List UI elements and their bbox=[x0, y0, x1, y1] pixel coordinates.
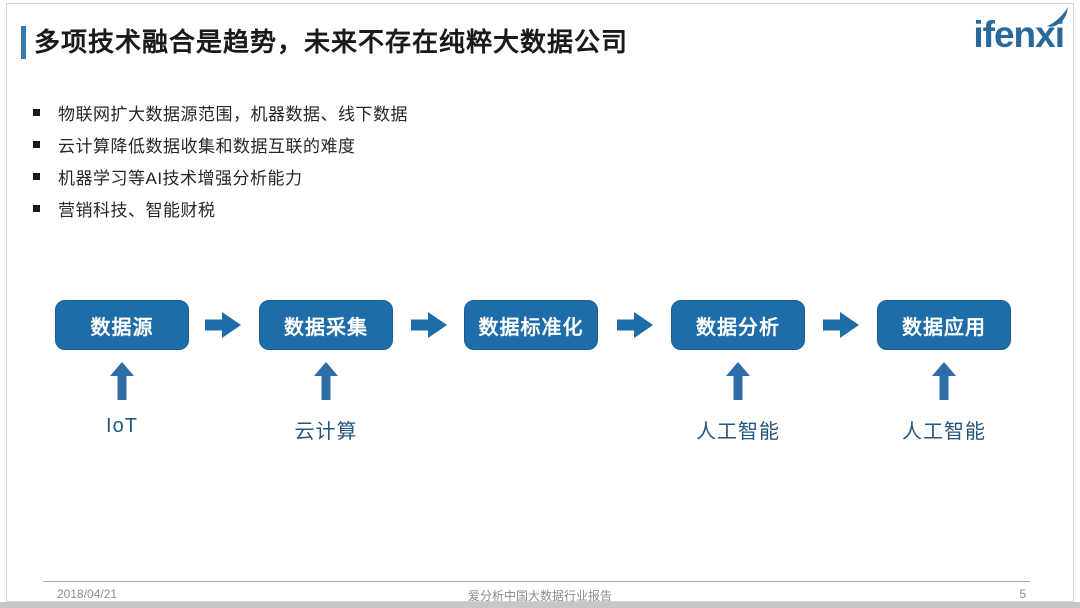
logo-fin-icon bbox=[1047, 7, 1068, 27]
footer-report-title: 爱分析中国大数据行业报告 bbox=[467, 589, 612, 603]
bullet-item: 云计算降低数据收集和数据互联的难度 bbox=[33, 128, 408, 160]
enabler-cloud: 云计算 bbox=[256, 362, 396, 444]
flow-step-box-data-analysis: 数据分析 bbox=[671, 300, 805, 350]
bullet-list: 物联网扩大数据源范围，机器数据、线下数据 云计算降低数据收集和数据互联的难度 机… bbox=[33, 96, 408, 224]
flow-step-label: 数据应用 bbox=[902, 316, 986, 339]
right-arrow-icon bbox=[411, 312, 447, 338]
page-title: 多项技术融合是趋势，未来不存在纯粹大数据公司 bbox=[34, 27, 629, 57]
enabler-ai-analysis: 人工智能 bbox=[668, 362, 808, 444]
right-arrow-icon bbox=[205, 312, 241, 338]
enabler-iot: IoT bbox=[52, 362, 192, 438]
slide-bottom-edge bbox=[0, 602, 1080, 608]
footer-divider bbox=[43, 581, 1030, 582]
right-arrow-icon bbox=[617, 312, 653, 338]
title-accent-bar bbox=[21, 26, 26, 59]
up-arrow-icon bbox=[110, 362, 134, 400]
bullet-square-icon bbox=[33, 204, 40, 212]
flow-step-label: 数据分析 bbox=[696, 316, 780, 339]
logo-text: ifenxi bbox=[973, 14, 1065, 55]
bullet-square-icon bbox=[33, 108, 40, 116]
up-arrow-icon bbox=[726, 362, 750, 400]
right-arrow-icon bbox=[823, 312, 859, 338]
flow-step-box-data-standardize: 数据标准化 bbox=[464, 300, 598, 350]
bullet-square-icon bbox=[33, 140, 40, 148]
up-arrow-icon bbox=[932, 362, 956, 400]
flow-step-box-data-application: 数据应用 bbox=[877, 300, 1011, 350]
flow-step-label: 数据源 bbox=[90, 316, 154, 339]
bullet-text: 物联网扩大数据源范围，机器数据、线下数据 bbox=[58, 104, 408, 124]
bullet-text: 机器学习等AI技术增强分析能力 bbox=[58, 168, 303, 188]
enabler-ai-application: 人工智能 bbox=[874, 362, 1014, 444]
bullet-square-icon bbox=[33, 172, 40, 180]
bullet-item: 营销科技、智能财税 bbox=[33, 192, 408, 224]
bullet-item: 物联网扩大数据源范围，机器数据、线下数据 bbox=[33, 96, 408, 128]
enabler-label: IoT bbox=[106, 415, 138, 437]
footer-date: 2018/04/21 bbox=[57, 587, 118, 601]
bullet-text: 营销科技、智能财税 bbox=[58, 200, 216, 220]
flow-step-box-data-collection: 数据采集 bbox=[259, 300, 393, 350]
bullet-item: 机器学习等AI技术增强分析能力 bbox=[33, 160, 408, 192]
flow-step-label: 数据标准化 bbox=[478, 316, 584, 339]
enabler-label: 人工智能 bbox=[902, 421, 986, 443]
enabler-label: 人工智能 bbox=[696, 421, 780, 443]
up-arrow-icon bbox=[314, 362, 338, 400]
flow-step-label: 数据采集 bbox=[284, 316, 368, 339]
bullet-text: 云计算降低数据收集和数据互联的难度 bbox=[58, 136, 356, 156]
flow-step-box-data-source: 数据源 bbox=[55, 300, 189, 350]
enabler-label: 云计算 bbox=[294, 421, 358, 443]
footer-page-number: 5 bbox=[1019, 587, 1026, 601]
logo: ifenxi bbox=[973, 7, 1068, 55]
